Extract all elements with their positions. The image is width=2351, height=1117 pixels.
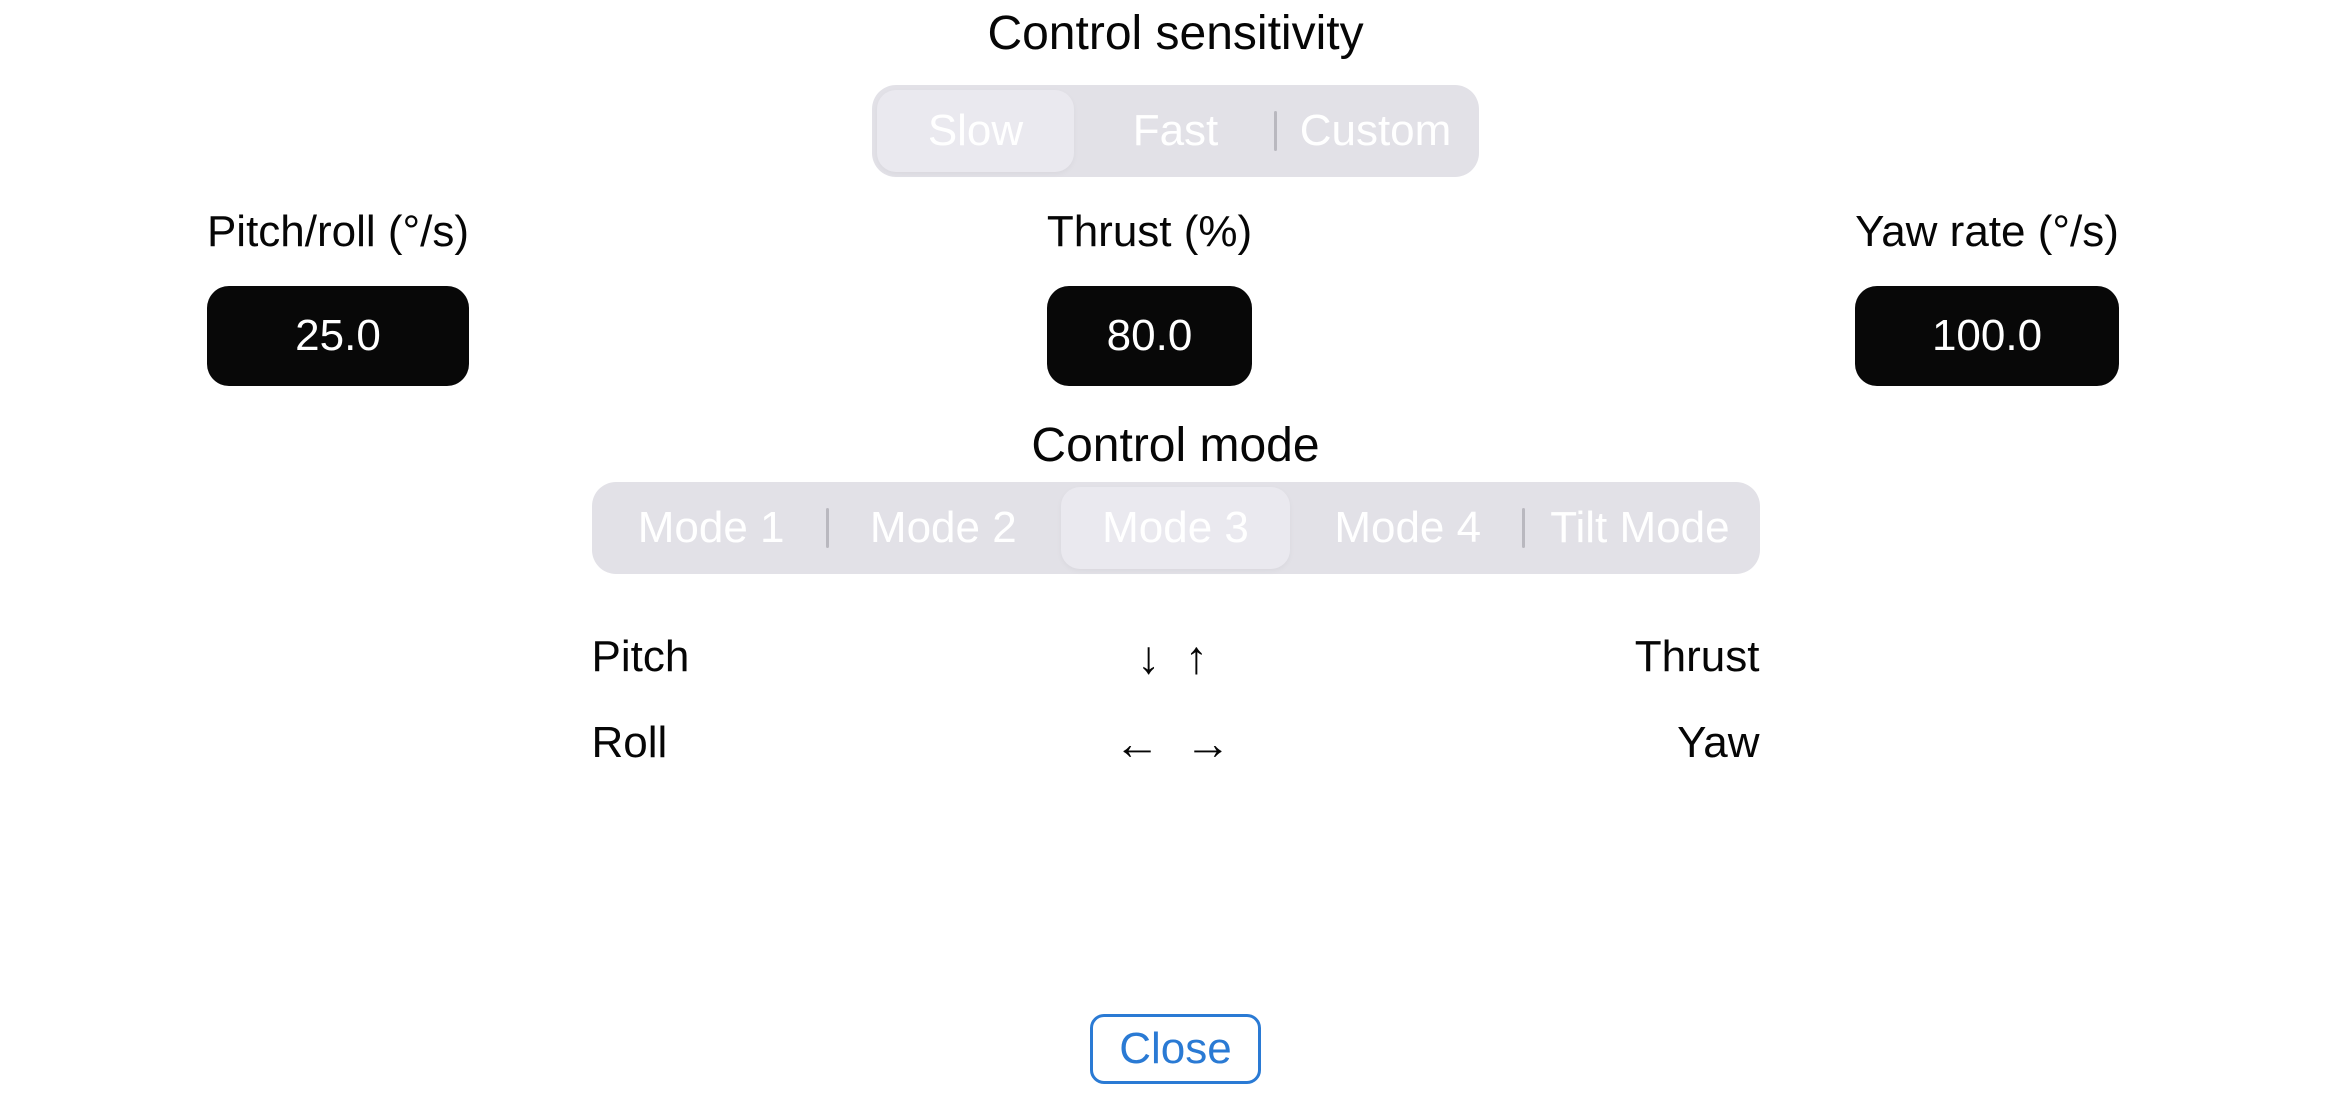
yaw-rate-value: 100.0: [1931, 311, 2043, 360]
thrust-percent-value-field[interactable]: 80.0: [1046, 286, 1253, 386]
segment-divider: [1522, 508, 1526, 548]
sensitivity-fields: Pitch/roll (°/s) 25.0 Thrust (%) 80.0 Ya…: [0, 206, 2351, 386]
pitch-roll-rate-label: Pitch/roll (°/s): [206, 207, 470, 256]
pitch-thrust-mapping-row: Pitch ↓ ↑ Thrust: [592, 632, 1760, 682]
control-sensitivity-title: Control sensitivity: [987, 7, 1364, 60]
roll-yaw-mapping-row: Roll ← → Yaw: [592, 718, 1760, 768]
segment-mode-1[interactable]: Mode 1: [637, 503, 785, 552]
thrust-percent-label: Thrust (%): [1046, 207, 1253, 256]
yaw-axis-label: Yaw: [1677, 718, 1760, 767]
pitch-roll-rate-value: 25.0: [295, 311, 381, 360]
pitch-roll-field-group: Pitch/roll (°/s) 25.0: [206, 206, 470, 386]
yaw-rate-value-field[interactable]: 100.0: [1855, 286, 2119, 386]
segment-custom[interactable]: Custom: [1299, 106, 1452, 155]
left-right-arrow-icons: ← →: [1114, 717, 1237, 769]
segment-mode-2[interactable]: Mode 2: [869, 503, 1017, 552]
segment-divider: [1274, 111, 1277, 151]
segment-divider: [825, 508, 829, 548]
control-mode-title: Control mode: [1031, 419, 1320, 472]
pitch-axis-label: Pitch: [591, 632, 690, 681]
close-button[interactable]: Close: [1090, 1014, 1261, 1084]
segment-mode-4[interactable]: Mode 4: [1334, 503, 1482, 552]
yaw-rate-field-group: Yaw rate (°/s) 100.0: [1855, 206, 2119, 386]
segment-slow[interactable]: Slow: [877, 90, 1074, 172]
control-mapping-table: Pitch ↓ ↑ Thrust Roll ← → Yaw: [592, 632, 1760, 768]
segment-mode-3[interactable]: Mode 3: [1060, 487, 1291, 569]
thrust-field-group: Thrust (%) 80.0: [1046, 206, 1253, 386]
roll-axis-label: Roll: [591, 718, 668, 767]
pitch-roll-rate-value-field[interactable]: 25.0: [206, 286, 470, 386]
thrust-axis-label: Thrust: [1634, 632, 1760, 681]
mode-segmented-control: Mode 1 Mode 2 Mode 3 Mode 4 Tilt Mode: [591, 482, 1760, 574]
segment-fast[interactable]: Fast: [1132, 106, 1219, 155]
down-up-arrow-icons: ↓ ↑: [1137, 631, 1214, 683]
segment-tilt-mode[interactable]: Tilt Mode: [1550, 503, 1730, 552]
yaw-rate-label: Yaw rate (°/s): [1855, 207, 2119, 256]
thrust-percent-value: 80.0: [1106, 311, 1193, 360]
sensitivity-segmented-control: Slow Fast Custom: [872, 85, 1479, 177]
